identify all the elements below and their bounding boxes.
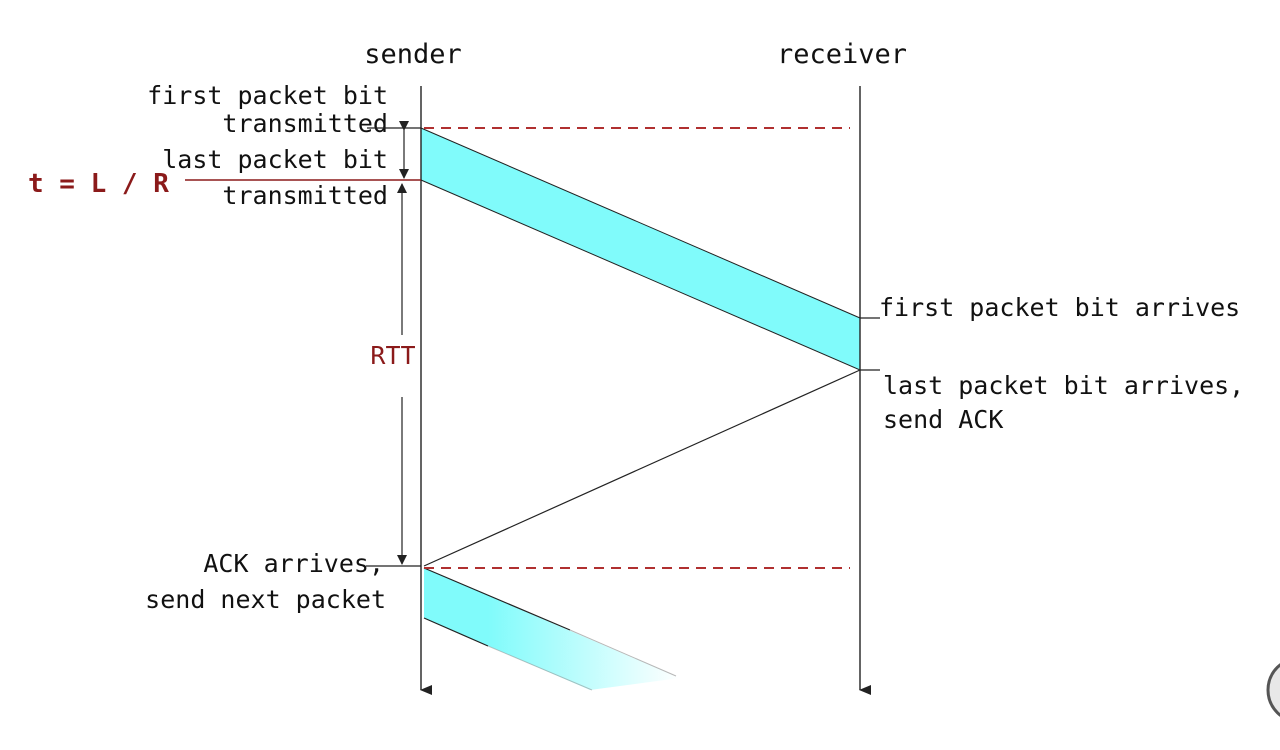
- first-bit-transmitted-line2: transmitted: [222, 109, 388, 138]
- last-bit-arrives-line2: send ACK: [883, 405, 1003, 434]
- first-bit-arrives-label: first packet bit arrives: [879, 293, 1240, 322]
- ack-line: [423, 369, 861, 567]
- first-bit-transmitted-line1: first packet bit: [147, 81, 388, 110]
- sender-label: sender: [364, 39, 462, 70]
- last-bit-arrives-line1: last packet bit arrives,: [883, 371, 1244, 400]
- last-bit-transmitted-line1: last packet bit: [162, 145, 388, 174]
- corner-control-icon[interactable]: [1266, 658, 1280, 722]
- next-packet-band-bottom-edge: [423, 617, 489, 647]
- rtt-label: RTT: [370, 341, 415, 370]
- next-packet-band-top-edge-fade: [569, 629, 677, 677]
- receiver-label: receiver: [777, 39, 907, 70]
- last-bit-transmitted-line2: transmitted: [222, 181, 388, 210]
- ack-arrives-line2: send next packet: [145, 585, 386, 614]
- ack-arrives-line1: ACK arrives,: [203, 549, 384, 578]
- transmission-time-formula: t = L / R: [28, 169, 169, 199]
- next-packet-band-top-edge: [423, 567, 571, 631]
- first-packet-band: [420, 127, 861, 371]
- next-packet-band: [424, 568, 680, 690]
- next-packet-band-bottom-edge-fade: [487, 645, 593, 691]
